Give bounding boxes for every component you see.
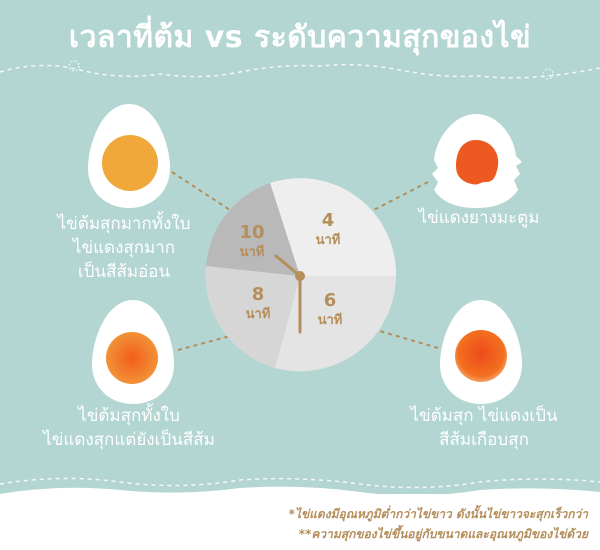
caption-four-min: ไข่แดงยางมะตูม [404, 206, 554, 230]
caption-line: ไข่แดงสุกมาก [72, 238, 176, 258]
connector-four-min [365, 181, 429, 215]
medium-boiled-egg-icon [92, 300, 174, 404]
caption-line: ไข่ต้มสุก ไข่แดงเป็น [410, 406, 558, 426]
footnotes: *ไข่แดงมีอุณหภูมิต่ำกว่าไข่ขาว ดังนั้นไข… [289, 504, 588, 544]
clock-center-pin [295, 271, 305, 281]
timer-clock: 4 นาที 6 นาที 8 นาที 10 นาที [205, 178, 397, 372]
caption-eight-min: ไข่ต้มสุกทั้งใบ ไข่แดงสุกแต่ยังเป็นสีส้ม [24, 404, 234, 452]
dashed-wave-decoration [0, 60, 600, 80]
connector-eight-min [177, 335, 231, 351]
clock-label-10-unit: นาที [240, 244, 265, 260]
caption-line: สีส้มเกือบสุก [439, 430, 529, 450]
soft-boiled-egg-icon [432, 114, 522, 208]
clock-segment-8-min [205, 266, 300, 368]
clock-label-6-unit: นาที [318, 312, 343, 328]
page-title: เวลาที่ต้ม vs ระดับความสุกของไข่ [68, 20, 532, 55]
clock-label-6-value: 6 [324, 290, 337, 311]
footnote: *ไข่แดงมีอุณหภูมิต่ำกว่าไข่ขาว ดังนั้นไข… [288, 507, 588, 521]
caption-six-min: ไข่ต้มสุก ไข่แดงเป็น สีส้มเกือบสุก [394, 404, 574, 452]
connector-six-min [375, 329, 439, 349]
clock-segment-10-min [206, 183, 300, 276]
caption-ten-min: ไข่ต้มสุกมากทั้งใบ ไข่แดงสุกมาก เป็นสีส้… [34, 212, 214, 284]
caption-line: ไข่แดงสุกแต่ยังเป็นสีส้ม [43, 430, 215, 450]
caption-line: เป็นสีส้มอ่อน [77, 262, 171, 282]
clock-label-8-value: 8 [252, 284, 265, 305]
medium-soft-egg-icon [440, 300, 522, 404]
caption-line: ไข่แดงยางมะตูม [418, 208, 540, 228]
caption-line: ไข่ต้มสุกมากทั้งใบ [57, 214, 191, 234]
clock-label-4-value: 4 [322, 210, 335, 231]
clock-hour-hand [274, 254, 302, 278]
footer-band [0, 494, 600, 550]
clock-label-10-value: 10 [239, 222, 264, 243]
clock-label-4-unit: นาที [316, 232, 341, 248]
footnote: **ความสุกของไข่ขึ้นอยู่กับขนาดและอุณหภูม… [298, 527, 588, 541]
clock-segment-4-min [270, 178, 397, 276]
clock-label-8-unit: นาที [246, 306, 271, 322]
caption-line: ไข่ต้มสุกทั้งใบ [78, 406, 180, 426]
hard-boiled-egg-icon [88, 104, 170, 208]
clock-segment-6-min [275, 276, 396, 372]
